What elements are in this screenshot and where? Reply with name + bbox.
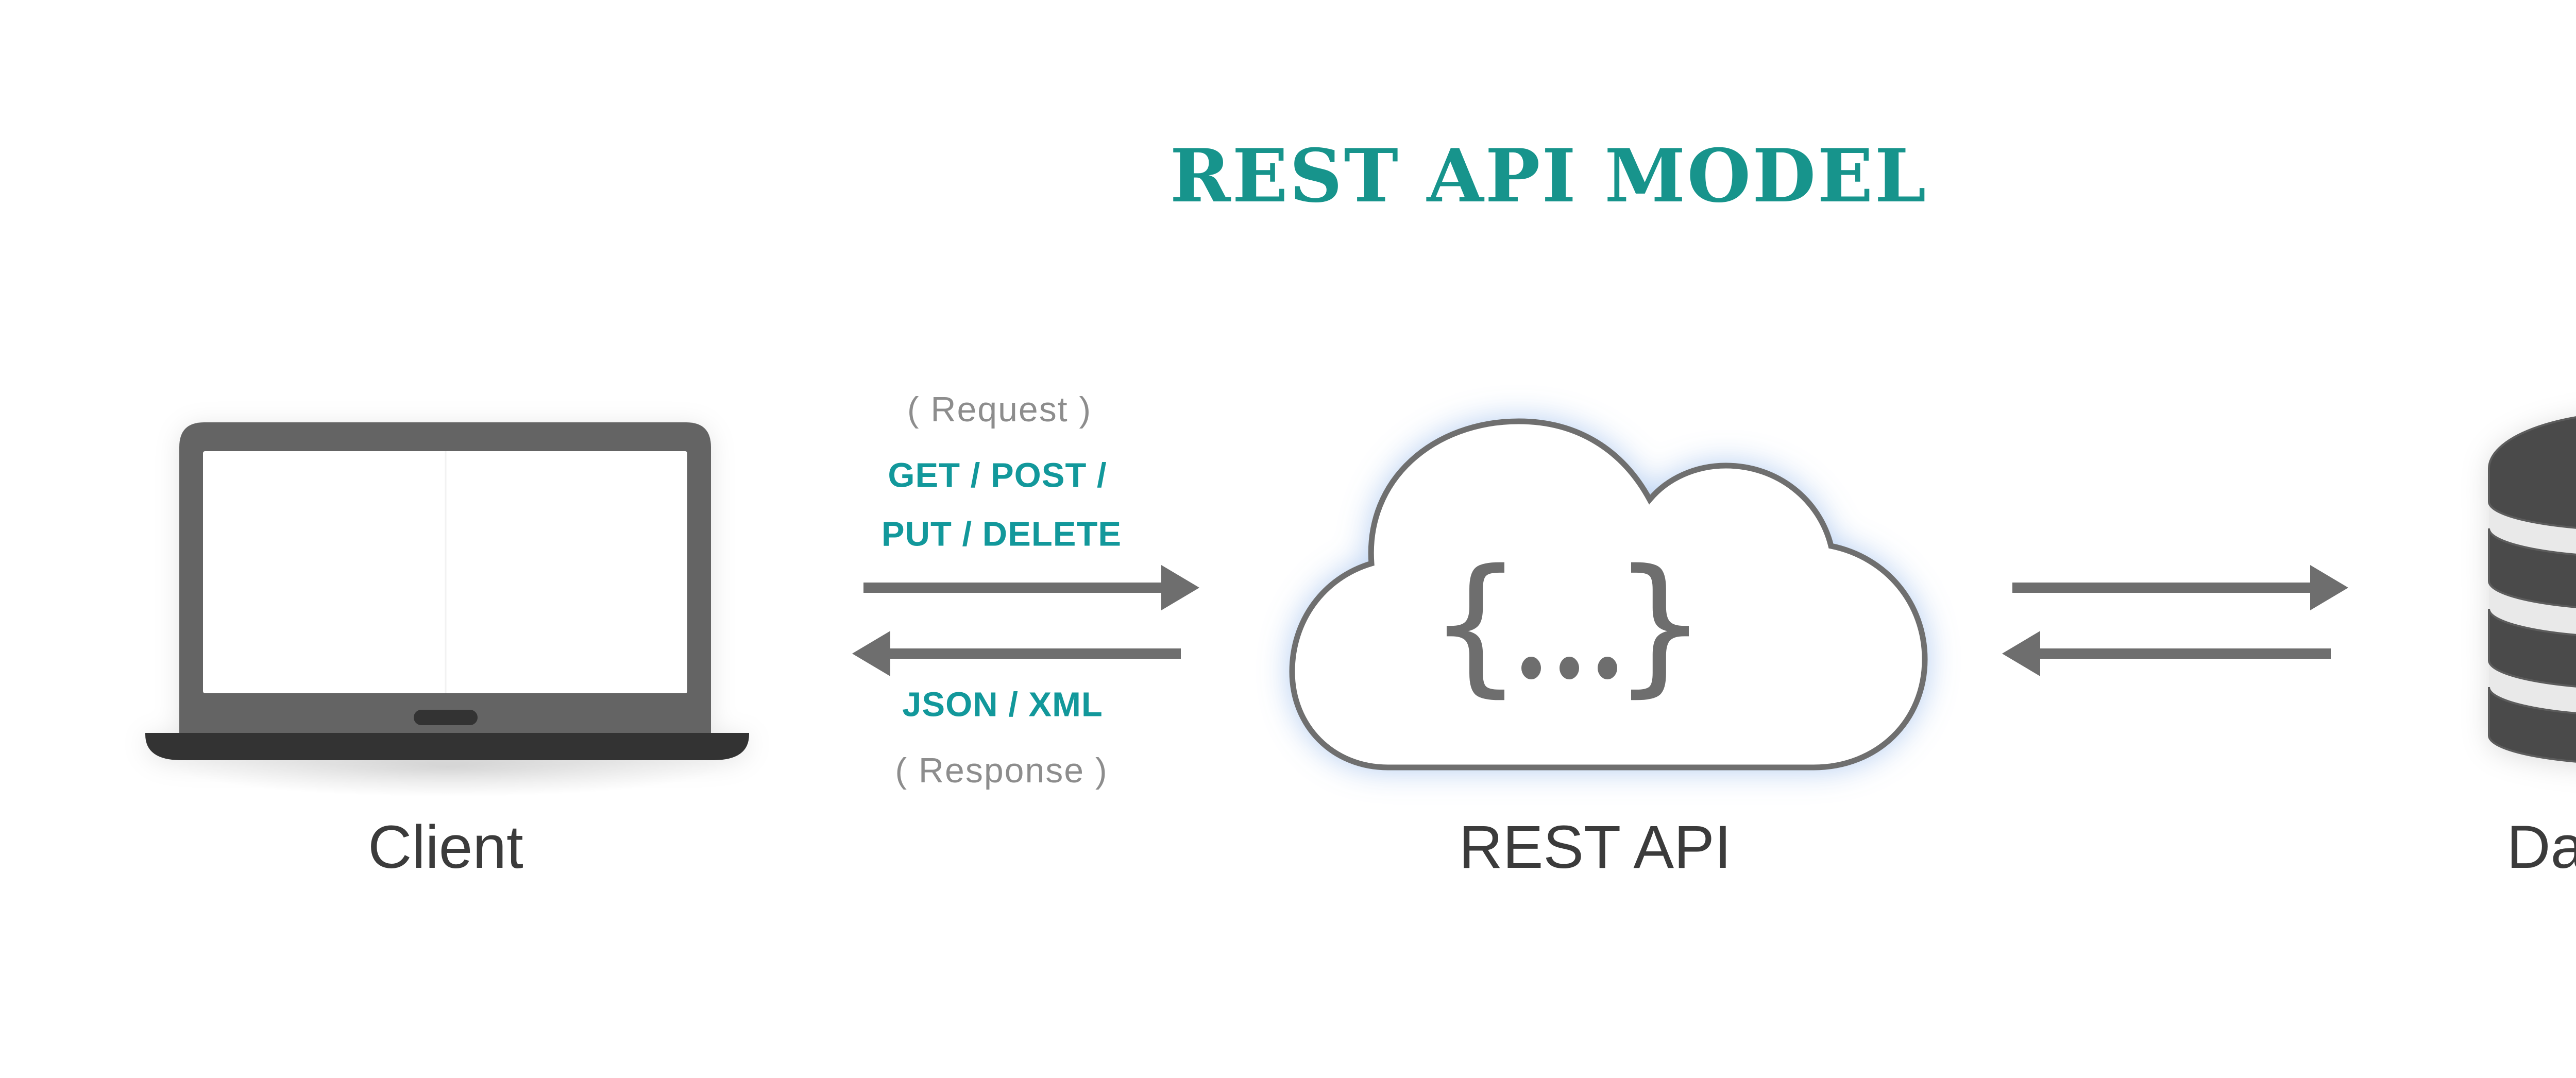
- arrow-shaft: [2038, 648, 2331, 659]
- code-dot: [1598, 657, 1617, 679]
- arrow-shaft: [888, 648, 1181, 659]
- response-formats: JSON / XML: [902, 685, 1103, 724]
- db-disk: [2488, 528, 2576, 608]
- arrow-shaft: [2012, 583, 2312, 593]
- laptop-shadow: [150, 756, 746, 799]
- laptop-base: [145, 733, 749, 760]
- request-methods-line-1: GET / POST /: [888, 456, 1107, 495]
- arrow-shaft: [863, 583, 1163, 593]
- db-result-arrow-left-icon: [2002, 631, 2331, 676]
- rest-api-label: REST API: [1459, 813, 1732, 881]
- brace-right: }: [1613, 538, 1708, 711]
- laptop-notch: [414, 710, 478, 725]
- arrow-head: [2310, 565, 2348, 610]
- db-query-arrow-right-icon: [2012, 565, 2348, 610]
- db-top-disk: [2488, 416, 2576, 529]
- response-arrow-left-icon: [852, 631, 1181, 676]
- arrow-head: [1161, 565, 1199, 610]
- arrow-head: [2002, 631, 2040, 676]
- response-caption: ( Response ): [895, 751, 1108, 790]
- brace-left: {: [1428, 538, 1523, 711]
- request-methods-line-2: PUT / DELETE: [881, 515, 1122, 554]
- database-label: Database: [2506, 813, 2576, 881]
- db-bottom-disk: [2488, 687, 2576, 763]
- request-caption: ( Request ): [907, 390, 1092, 429]
- cloud-outline: [1289, 418, 1928, 771]
- code-braces-icon: { }: [1428, 538, 1708, 711]
- code-dot: [1560, 657, 1579, 679]
- request-arrow-right-icon: [863, 565, 1199, 610]
- laptop-icon: [145, 422, 749, 760]
- cloud-icon: { }: [1289, 418, 1928, 771]
- laptop-screen: [203, 451, 687, 693]
- page-title: REST API MODEL: [1170, 133, 1928, 219]
- database-icon: [2488, 416, 2576, 763]
- arrow-head: [852, 631, 890, 676]
- code-dot: [1521, 657, 1541, 679]
- client-label: Client: [368, 813, 523, 881]
- db-disk: [2488, 608, 2576, 688]
